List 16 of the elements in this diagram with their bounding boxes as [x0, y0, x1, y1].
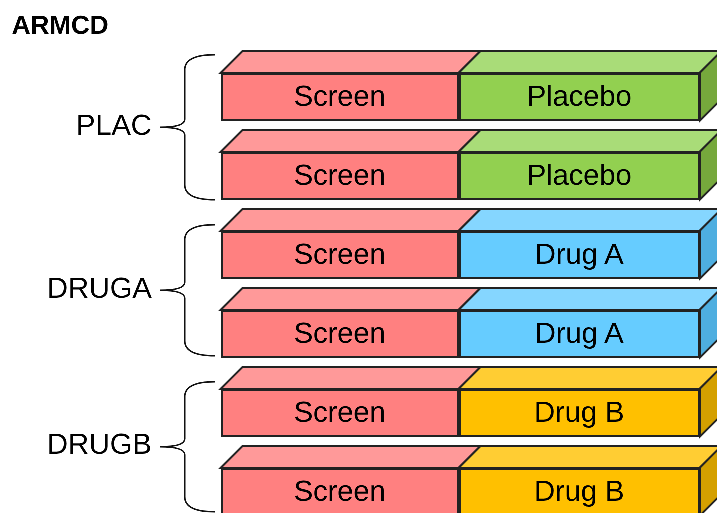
group-label: PLAC — [76, 110, 152, 142]
segment-box: Drug B — [459, 468, 700, 513]
segment-box: Drug A — [459, 310, 700, 358]
segment-box: Screen — [221, 389, 459, 437]
segment-box: Drug B — [459, 389, 700, 437]
segment-box: Placebo — [459, 73, 700, 121]
segment-box: Screen — [221, 231, 459, 279]
segment-box: Drug A — [459, 231, 700, 279]
segment-box: Screen — [221, 73, 459, 121]
group-label: DRUGB — [47, 429, 152, 462]
group-label: DRUGA — [47, 272, 152, 306]
segment-box: Placebo — [459, 152, 700, 200]
segment-box: Screen — [221, 468, 459, 513]
title: ARMCD — [12, 10, 109, 41]
segment-box: Screen — [221, 152, 459, 200]
segment-box: Screen — [221, 310, 459, 358]
